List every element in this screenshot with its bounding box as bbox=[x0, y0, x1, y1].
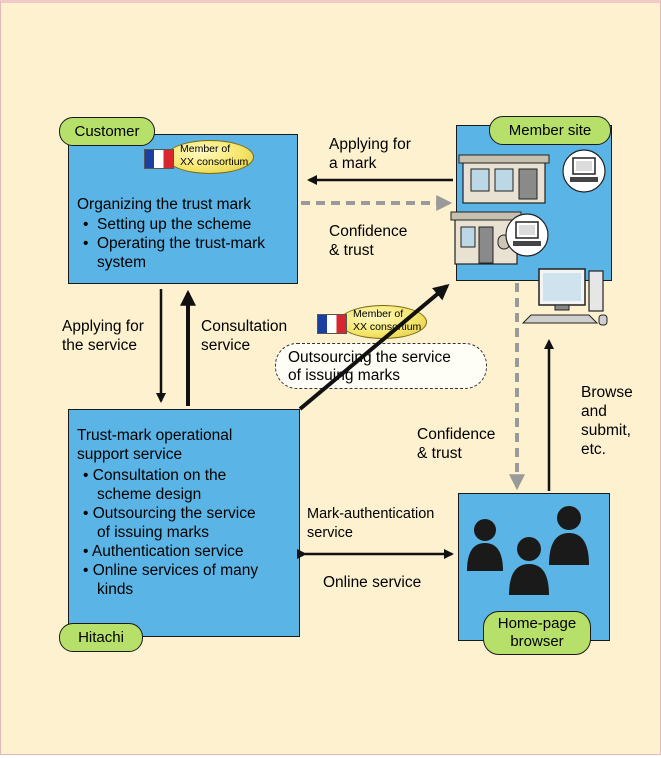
member-site-tag: Member site bbox=[489, 116, 611, 145]
hitachi-bullet-2-cont: of issuing marks bbox=[97, 524, 209, 541]
customer-item-operating-cont: system bbox=[97, 254, 147, 271]
customer-tag: Customer bbox=[59, 117, 155, 146]
label-applying-mark-2: a mark bbox=[329, 155, 377, 172]
users-group-icon bbox=[467, 506, 589, 595]
browser-tag-1: Home-page bbox=[497, 615, 577, 632]
label-applying-service-1: Applying for bbox=[62, 318, 144, 335]
badge-line-2: XX consortium bbox=[180, 156, 249, 168]
label-confidence-top-2: & trust bbox=[329, 242, 374, 259]
label-confidence-top-1: Confidence bbox=[329, 223, 408, 240]
flag-icon bbox=[144, 149, 174, 169]
label-mark-auth-2: service bbox=[307, 525, 353, 541]
hitachi-bullet-4-cont: kinds bbox=[97, 581, 134, 598]
diagram-overlay bbox=[156, 149, 608, 595]
hitachi-box: Trust-mark operational support service •… bbox=[68, 409, 300, 637]
label-confidence-bottom-1: Confidence bbox=[417, 426, 496, 443]
desktop-computer-icon bbox=[521, 268, 608, 326]
computer-badge-icon bbox=[562, 149, 606, 193]
label-browse-4: etc. bbox=[581, 441, 606, 458]
customer-item-operating: Operating the trust-mark bbox=[83, 234, 265, 253]
hitachi-bullet-4: • Online services of many bbox=[83, 562, 259, 579]
label-applying-mark-1: Applying for bbox=[329, 136, 411, 153]
consortium-badge-customer: Member of XX consortium bbox=[144, 140, 256, 174]
computer-badge-icon bbox=[505, 213, 549, 257]
label-consultation-2: service bbox=[201, 337, 251, 354]
label-online-service: Online service bbox=[323, 574, 422, 591]
label-browse-3: submit, bbox=[581, 422, 631, 439]
label-mark-auth-1: Mark-authentication bbox=[307, 506, 435, 522]
label-confidence-bottom-2: & trust bbox=[417, 445, 462, 462]
flag-icon bbox=[317, 314, 347, 334]
label-applying-service-2: the service bbox=[62, 337, 137, 354]
outsourcing-bubble: Outsourcing the service of issuing marks bbox=[275, 343, 487, 389]
browser-tag: Home-page browser bbox=[483, 611, 591, 655]
hitachi-title-2: support service bbox=[77, 446, 183, 463]
label-browse-2: and bbox=[581, 403, 607, 420]
hitachi-title-1: Trust-mark operational bbox=[77, 427, 233, 444]
outsourcing-line-1: Outsourcing the service bbox=[288, 349, 451, 366]
customer-title: Organizing the trust mark bbox=[77, 196, 252, 213]
browser-tag-2: browser bbox=[510, 633, 564, 650]
hitachi-tag: Hitachi bbox=[59, 623, 143, 652]
outsourcing-line-2: of issuing marks bbox=[288, 367, 400, 384]
hitachi-bullet-3: • Authentication service bbox=[83, 543, 244, 560]
shop-building-icon bbox=[450, 211, 522, 265]
hitachi-bullet-1: • Consultation on the bbox=[83, 467, 227, 484]
arrow-outsourcing bbox=[298, 283, 450, 411]
label-consultation-1: Consultation bbox=[201, 318, 288, 335]
store-building-icon bbox=[458, 154, 550, 204]
badge-line-1: Member of bbox=[353, 308, 404, 320]
hitachi-bullet-1-cont: scheme design bbox=[97, 486, 202, 503]
customer-list: Setting up the scheme Operating the trus… bbox=[83, 215, 265, 253]
label-browse-1: Browse bbox=[581, 384, 633, 401]
customer-item-scheme: Setting up the scheme bbox=[83, 215, 265, 234]
badge-line-1: Member of bbox=[180, 143, 231, 155]
hitachi-bullet-2: • Outsourcing the service bbox=[83, 505, 256, 522]
